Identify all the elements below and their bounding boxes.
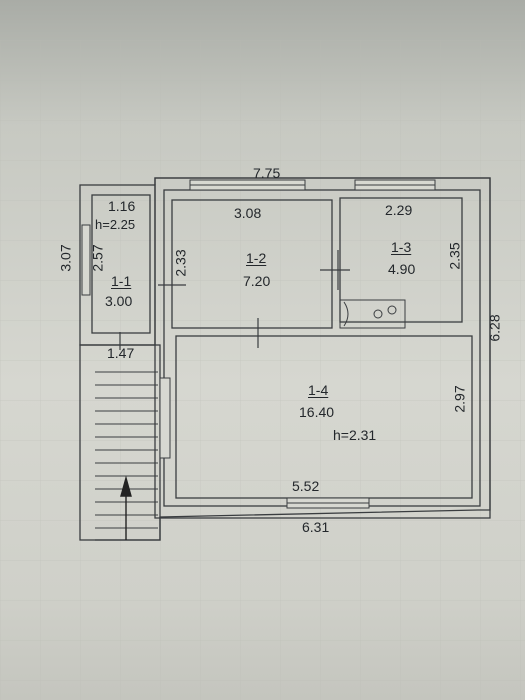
dimension-left-stair-total: 3.07: [57, 244, 74, 272]
window-left-room-1-4: [159, 377, 171, 459]
room-1-1-area: 3.00: [105, 293, 133, 309]
dimension-bottom-total: 6.31: [302, 519, 330, 535]
room-1-3-id: 1-3: [391, 239, 412, 255]
room-1-2-area: 7.20: [243, 273, 271, 289]
dimension-room-1-3-width: 2.29: [385, 202, 413, 218]
room-1-4-area: 16.40: [299, 404, 335, 420]
dimension-room-1-1-height: h=2.25: [95, 217, 136, 232]
dimension-right-total: 6.28: [486, 314, 503, 342]
graph-paper-grid: [0, 40, 525, 700]
room-1-4-height: h=2.31: [333, 427, 377, 443]
stove-flue: [343, 301, 349, 327]
window-vestibule: [81, 224, 91, 296]
dimension-room-1-1-width: 1.16: [108, 198, 136, 214]
room-1-1-id: 1-1: [111, 273, 132, 289]
room-1-3-area: 4.90: [388, 261, 416, 277]
stair-arrow-head: [120, 475, 132, 497]
dimension-top-total: 7.75: [253, 165, 281, 181]
dimension-room-1-3-depth: 2.35: [446, 242, 463, 270]
dimension-stair-width: 1.47: [107, 345, 135, 361]
dimension-room-1-2-depth: 2.33: [172, 249, 189, 277]
vestibule-inner-wall: [91, 194, 151, 334]
room-1-3-wall: [339, 197, 463, 323]
stove-burner-2: [387, 305, 397, 315]
stove-burner-1: [373, 309, 383, 319]
room-1-4-id: 1-4: [308, 382, 329, 398]
dimension-room-1-4-width: 5.52: [292, 478, 320, 494]
dimension-room-1-1-depth: 2.57: [89, 244, 106, 272]
room-1-2-wall: [171, 199, 333, 329]
dimension-room-1-4-depth: 2.97: [451, 385, 468, 413]
room-1-2-id: 1-2: [246, 250, 267, 266]
dimension-room-1-2-width: 3.08: [234, 205, 262, 221]
stove: [339, 299, 406, 329]
